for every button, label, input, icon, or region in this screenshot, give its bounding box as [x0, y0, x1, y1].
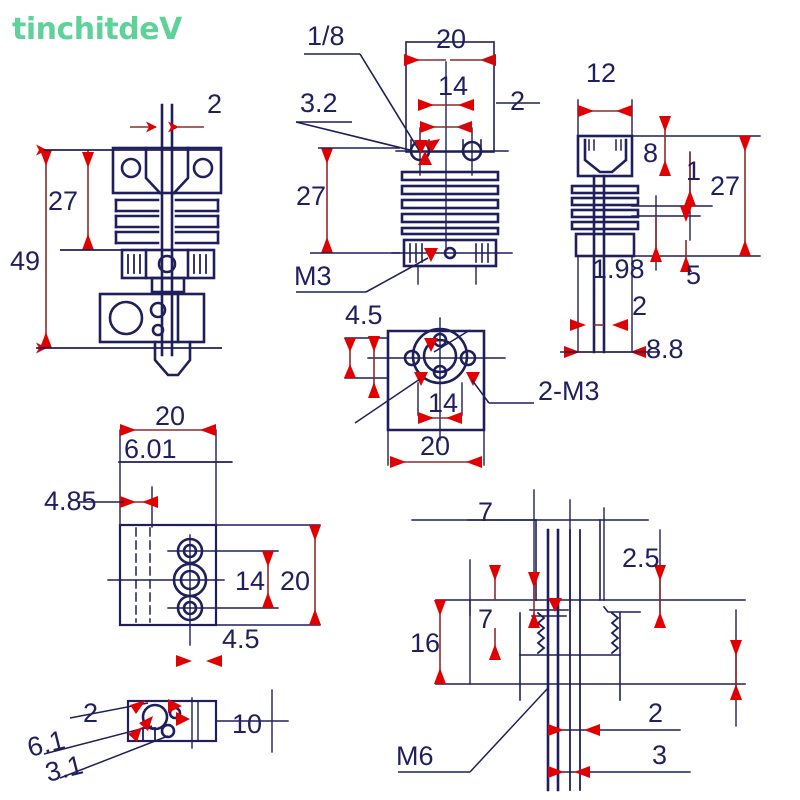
dim-label: 49	[10, 246, 40, 276]
dim-label: M6	[396, 741, 434, 771]
dim-label: 1/8	[307, 21, 345, 51]
dim-label: M3	[294, 261, 332, 291]
dim-assembly-front	[36, 121, 222, 354]
dim-label: 4.5	[345, 300, 383, 330]
dim-label: 12	[586, 58, 616, 88]
dim-label: 2	[648, 698, 663, 728]
dim-label: 2	[207, 89, 222, 119]
view-heatbreak-side-geometry	[570, 99, 761, 354]
dim-label: 2-M3	[538, 376, 600, 406]
dim-label: 27	[48, 186, 78, 216]
dim-label: 4.85	[44, 486, 97, 516]
dim-label: 7	[478, 604, 493, 634]
dim-label: 27	[710, 171, 740, 201]
dim-label: 14	[438, 71, 468, 101]
dim-label: 8	[643, 138, 658, 168]
dim-label: 20	[155, 401, 185, 431]
dim-nozzle-section	[398, 565, 742, 778]
dim-heatsink-front	[295, 53, 540, 293]
watermark-label: tinchitdeV	[12, 12, 182, 47]
dim-label: 4.5	[222, 624, 260, 654]
view-heatsink-front-geometry	[391, 41, 513, 285]
dim-label: 20	[420, 431, 450, 461]
dim-label: 6.01	[124, 434, 177, 464]
dim-label: 14	[235, 566, 265, 596]
dim-label: 2	[83, 698, 98, 728]
view-heaterblock-bottom-geometry	[126, 689, 289, 753]
dim-heaterblock-top	[344, 329, 534, 468]
dim-label: 2.5	[622, 543, 660, 573]
dim-label: 1	[686, 156, 701, 186]
dim-heatbreak-side	[560, 105, 751, 358]
dim-label: 1.98	[592, 254, 645, 284]
view-nozzle-section-geometry	[411, 489, 746, 792]
dim-label: 20	[436, 24, 466, 54]
dim-label: 27	[296, 181, 326, 211]
dim-label: 8.8	[646, 334, 684, 364]
dim-label: 14	[428, 388, 458, 418]
dim-label: 5	[686, 260, 701, 290]
dim-label: 2	[510, 86, 525, 116]
dim-label: 3.2	[300, 88, 338, 118]
dim-label: 2	[632, 291, 647, 321]
view-assembly-front-geometry	[98, 103, 223, 377]
dim-heaterblock-bottom	[43, 699, 190, 779]
dim-label: 16	[410, 628, 440, 658]
view-heaterblock-top-geometry	[344, 317, 506, 466]
dim-label: 20	[280, 566, 310, 596]
dim-label: 10	[232, 709, 262, 739]
dim-heaterblock-side	[78, 424, 321, 667]
dim-label: 3	[652, 740, 667, 770]
dim-label: 7	[478, 497, 493, 527]
